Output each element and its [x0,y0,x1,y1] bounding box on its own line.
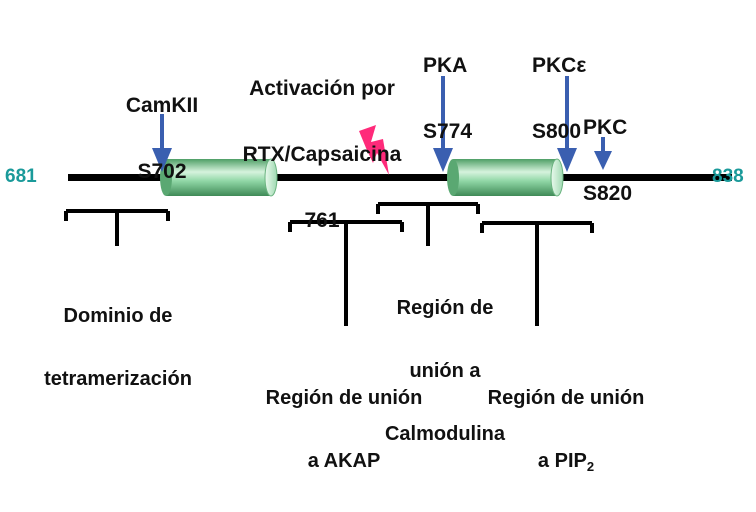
activation-site-label: Activación por RTX/Capsaicina 761 [242,77,402,232]
pip2-region-label: Región de unión a PIP2 [487,387,645,474]
helix-domain-1 [160,158,278,197]
arrow-down-icon-camkii [152,114,172,172]
vr1-domain-diagram: 681 838 CamKII S702 Activación por RTX/C… [5,54,744,473]
camkii-site-label: CamKII S702 [125,94,199,183]
start-residue-label: 681 [5,166,37,187]
lightning-bolt-icon [359,125,389,175]
arrow-down-icon-pkc [594,137,612,170]
bracket-pip2 [480,221,594,326]
bracket-calmodulin [376,202,480,246]
bracket-akap [288,220,404,326]
arrow-down-icon-pka [433,76,453,172]
helix-domain-2 [447,158,564,197]
pkce-site-label: PKCε S800 [532,54,587,143]
akap-region-label: Región de unión a AKAP [265,387,423,472]
protein-backbone [68,174,732,181]
tetramerization-region-label: Dominio de tetramerización [44,305,192,390]
diagram-graphics [64,76,732,326]
arrow-down-icon-pkce [557,76,577,172]
end-residue-label: 838 [712,166,744,187]
bracket-tetramerization [64,209,170,246]
pkc-site-label: PKC S820 [583,116,633,205]
pka-site-label: PKA S774 [423,54,473,143]
